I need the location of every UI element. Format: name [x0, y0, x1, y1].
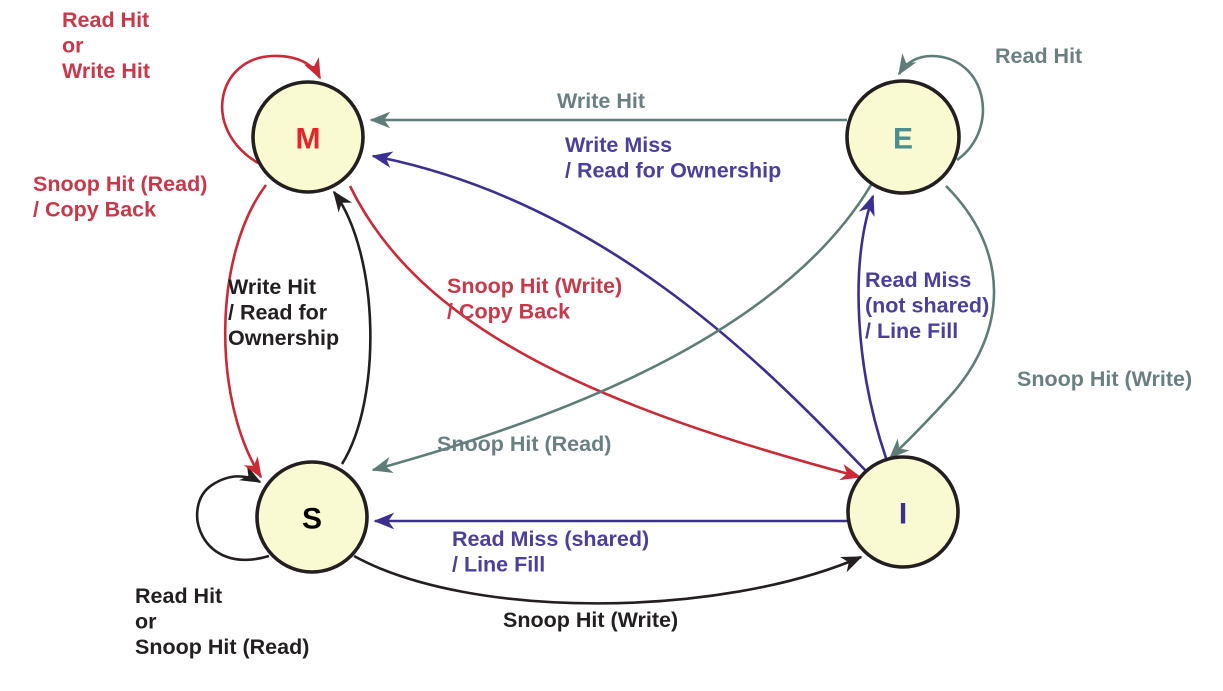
edges-layer: [195, 53, 996, 605]
edge-s-to-i: [353, 554, 863, 605]
edge-label-e-to-i: Snoop Hit (Write): [1017, 367, 1192, 391]
edge-label-i-to-e: Read Miss(not shared)/ Line Fill: [865, 268, 989, 343]
node-m-label: M: [296, 123, 321, 156]
node-m[interactable]: M: [251, 80, 365, 194]
node-e-label: E: [893, 123, 913, 156]
node-i-label: I: [899, 498, 907, 531]
edge-i-to-e: [857, 194, 888, 459]
node-e[interactable]: E: [845, 79, 961, 195]
edge-label-s-to-i: Snoop Hit (Write): [503, 608, 678, 632]
edge-m-to-i: [348, 185, 862, 481]
edge-label-e-self: Read Hit: [995, 44, 1082, 68]
edge-e-to-i: [888, 185, 996, 460]
edge-label-m-to-i: Snoop Hit (Write)/ Copy Back: [447, 274, 622, 324]
edge-m-to-s: [223, 184, 268, 479]
node-s[interactable]: S: [255, 460, 369, 574]
node-i-circle[interactable]: [846, 455, 960, 569]
edge-label-i-to-s: Read Miss (shared)/ Line Fill: [452, 527, 649, 577]
edge-s-to-m: [332, 190, 372, 465]
node-s-circle[interactable]: [255, 460, 369, 574]
edge-m-self: [220, 54, 322, 165]
node-i[interactable]: I: [846, 455, 960, 569]
node-s-label: S: [302, 503, 322, 536]
edge-label-m-to-s: Snoop Hit (Read)/ Copy Back: [33, 172, 207, 222]
edge-s-self: [195, 465, 270, 562]
edge-e-self: [897, 53, 985, 162]
edge-i-to-m: [371, 151, 867, 472]
edge-label-e-to-s: Snoop Hit (Read): [437, 432, 611, 456]
node-e-circle[interactable]: [845, 79, 961, 195]
nodes-layer: M E S I: [251, 79, 961, 574]
edge-e-to-s: [371, 184, 873, 473]
node-m-circle[interactable]: [251, 80, 365, 194]
edge-label-e-to-m: Write Hit: [557, 89, 645, 113]
edge-label-i-to-m: Write Miss/ Read for Ownership: [565, 133, 781, 183]
